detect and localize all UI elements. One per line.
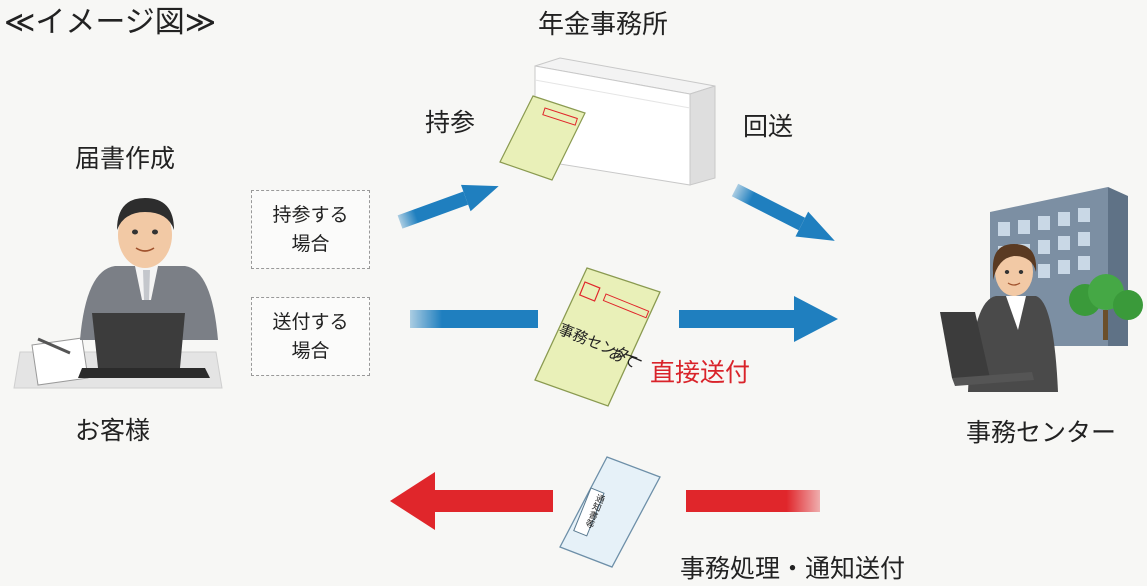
pension-office-label: 年金事務所 bbox=[538, 10, 669, 40]
carry-case-line1: 持参する bbox=[272, 204, 349, 226]
forward-edge-label: 回送 bbox=[743, 112, 794, 141]
carry-edge-label: 持参 bbox=[425, 108, 476, 137]
mailed-envelope-icon bbox=[534, 267, 661, 407]
carry-case-line2: 場合 bbox=[291, 232, 330, 255]
mail-case-line2: 場合 bbox=[291, 339, 330, 362]
processing-notice-label: 事務処理・通知送付 bbox=[680, 554, 906, 583]
mail-case-line1: 送付する bbox=[272, 311, 349, 333]
center-staff-person-icon bbox=[940, 244, 1058, 392]
direct-send-label: 直接送付 bbox=[650, 358, 751, 387]
notice-envelope-icon bbox=[559, 456, 661, 568]
customer-label: お客様 bbox=[75, 416, 151, 445]
arrow-processing-notice-right bbox=[686, 490, 820, 512]
customer-action-label: 届書作成 bbox=[75, 144, 176, 173]
arrow-carry-to-office bbox=[397, 184, 499, 229]
customer-person-icon bbox=[13, 198, 223, 389]
center-label: 事務センター bbox=[966, 418, 1117, 447]
arrow-processing-notice-left bbox=[390, 472, 553, 530]
carried-envelope-icon bbox=[499, 95, 586, 181]
arrow-direct-send-left bbox=[410, 310, 538, 328]
mail-case-box: 送付する 場合 bbox=[251, 297, 370, 376]
arrow-forward-to-center bbox=[731, 183, 835, 241]
arrow-direct-send-right bbox=[679, 296, 838, 342]
carry-case-box: 持参する 場合 bbox=[251, 190, 370, 269]
diagram-title: ≪イメージ図≫ bbox=[4, 5, 217, 40]
pension-office-building-icon bbox=[534, 57, 716, 186]
